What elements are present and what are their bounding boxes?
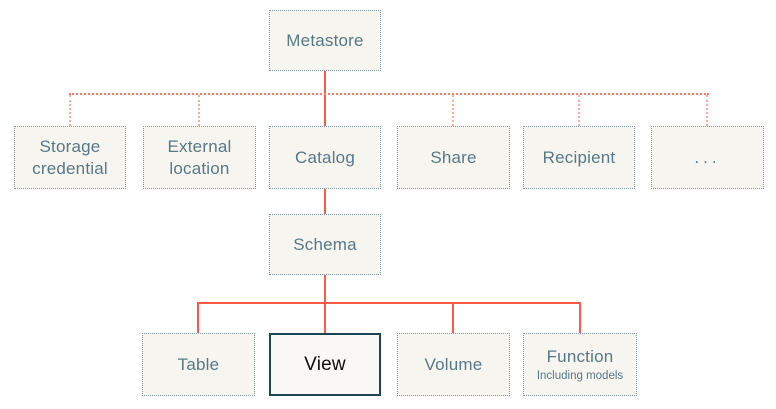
connector-drop-recipient <box>578 95 580 126</box>
node-table: Table <box>142 333 255 396</box>
node-view-label: View <box>304 353 346 375</box>
connector-schema-to-view <box>324 275 326 333</box>
connector-level4-solid-bus <box>197 302 581 304</box>
node-share: Share <box>397 126 510 189</box>
node-share-label: Share <box>430 147 477 167</box>
connector-catalog-to-schema <box>324 189 326 214</box>
connector-drop-storage-credential <box>69 95 71 126</box>
node-table-label: Table <box>177 354 220 374</box>
node-catalog: Catalog <box>269 126 381 189</box>
connector-drop-table <box>197 302 199 333</box>
node-schema: Schema <box>269 214 381 275</box>
node-function-label: Function <box>546 347 614 367</box>
node-ellipsis: ... <box>651 126 764 189</box>
node-storage-credential: Storage credential <box>14 126 126 189</box>
connector-drop-external-location <box>198 95 200 126</box>
node-recipient: Recipient <box>523 126 635 189</box>
connector-level2-dotted-bus <box>69 93 709 95</box>
node-function-sublabel: Including models <box>536 369 624 382</box>
node-catalog-label: Catalog <box>295 147 355 167</box>
node-volume-label: Volume <box>424 354 483 374</box>
connector-drop-share <box>452 95 454 126</box>
connector-drop-volume <box>452 304 454 333</box>
node-metastore: Metastore <box>269 10 381 71</box>
connector-metastore-to-catalog <box>324 71 326 126</box>
node-view: View <box>269 333 381 396</box>
connector-drop-function <box>579 302 581 333</box>
node-storage-credential-label: Storage credential <box>32 137 108 178</box>
node-recipient-label: Recipient <box>542 147 616 167</box>
node-volume: Volume <box>397 333 510 396</box>
node-external-location: External location <box>143 126 256 189</box>
connector-drop-ellipsis <box>706 95 708 126</box>
node-external-location-label: External location <box>167 137 232 178</box>
node-ellipsis-label: ... <box>694 147 721 167</box>
node-metastore-label: Metastore <box>286 30 364 50</box>
node-schema-label: Schema <box>293 234 357 254</box>
node-function: Function Including models <box>523 333 637 396</box>
